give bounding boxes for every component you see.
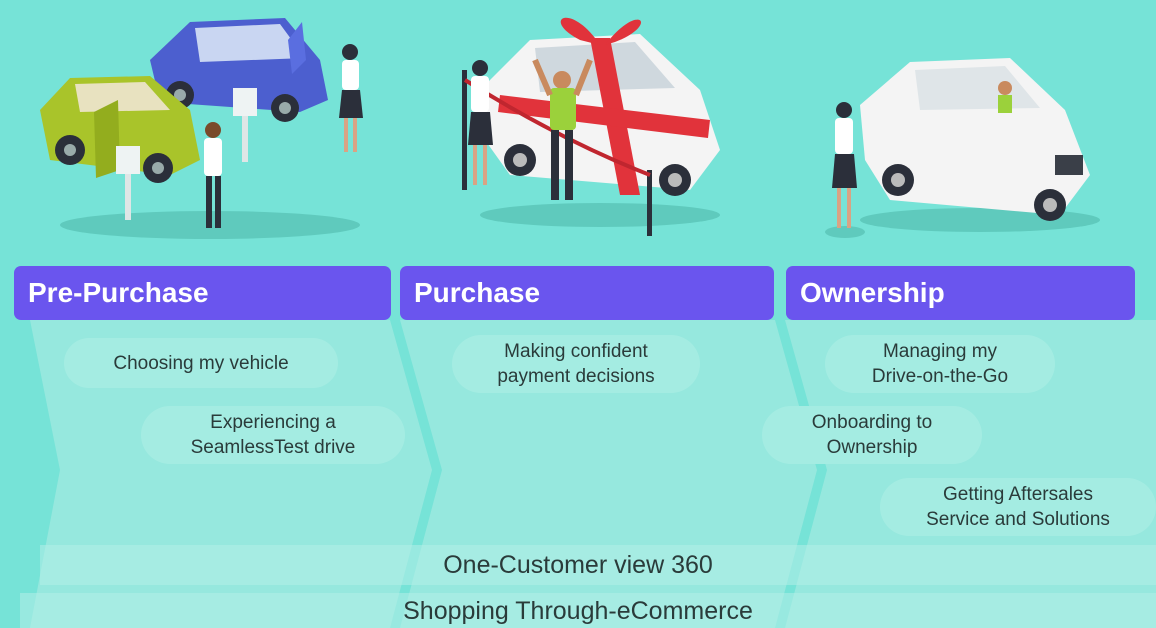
car-showroom-icon xyxy=(30,0,390,250)
stage-header-ownership: Ownership xyxy=(786,266,1135,320)
stage-header-pre-purchase: Pre-Purchase xyxy=(14,266,391,320)
pill-choosing-vehicle: Choosing my vehicle xyxy=(64,338,338,388)
band-customer-view: One-Customer view 360 xyxy=(443,551,713,579)
car-owner-icon xyxy=(810,0,1110,250)
stage-header-purchase: Purchase xyxy=(400,266,774,320)
band-ecommerce-bg xyxy=(20,593,1156,628)
band-customer-view-bg xyxy=(40,545,1156,585)
gift-car-icon xyxy=(440,0,740,250)
band-ecommerce: Shopping Through-eCommerce xyxy=(403,597,753,625)
